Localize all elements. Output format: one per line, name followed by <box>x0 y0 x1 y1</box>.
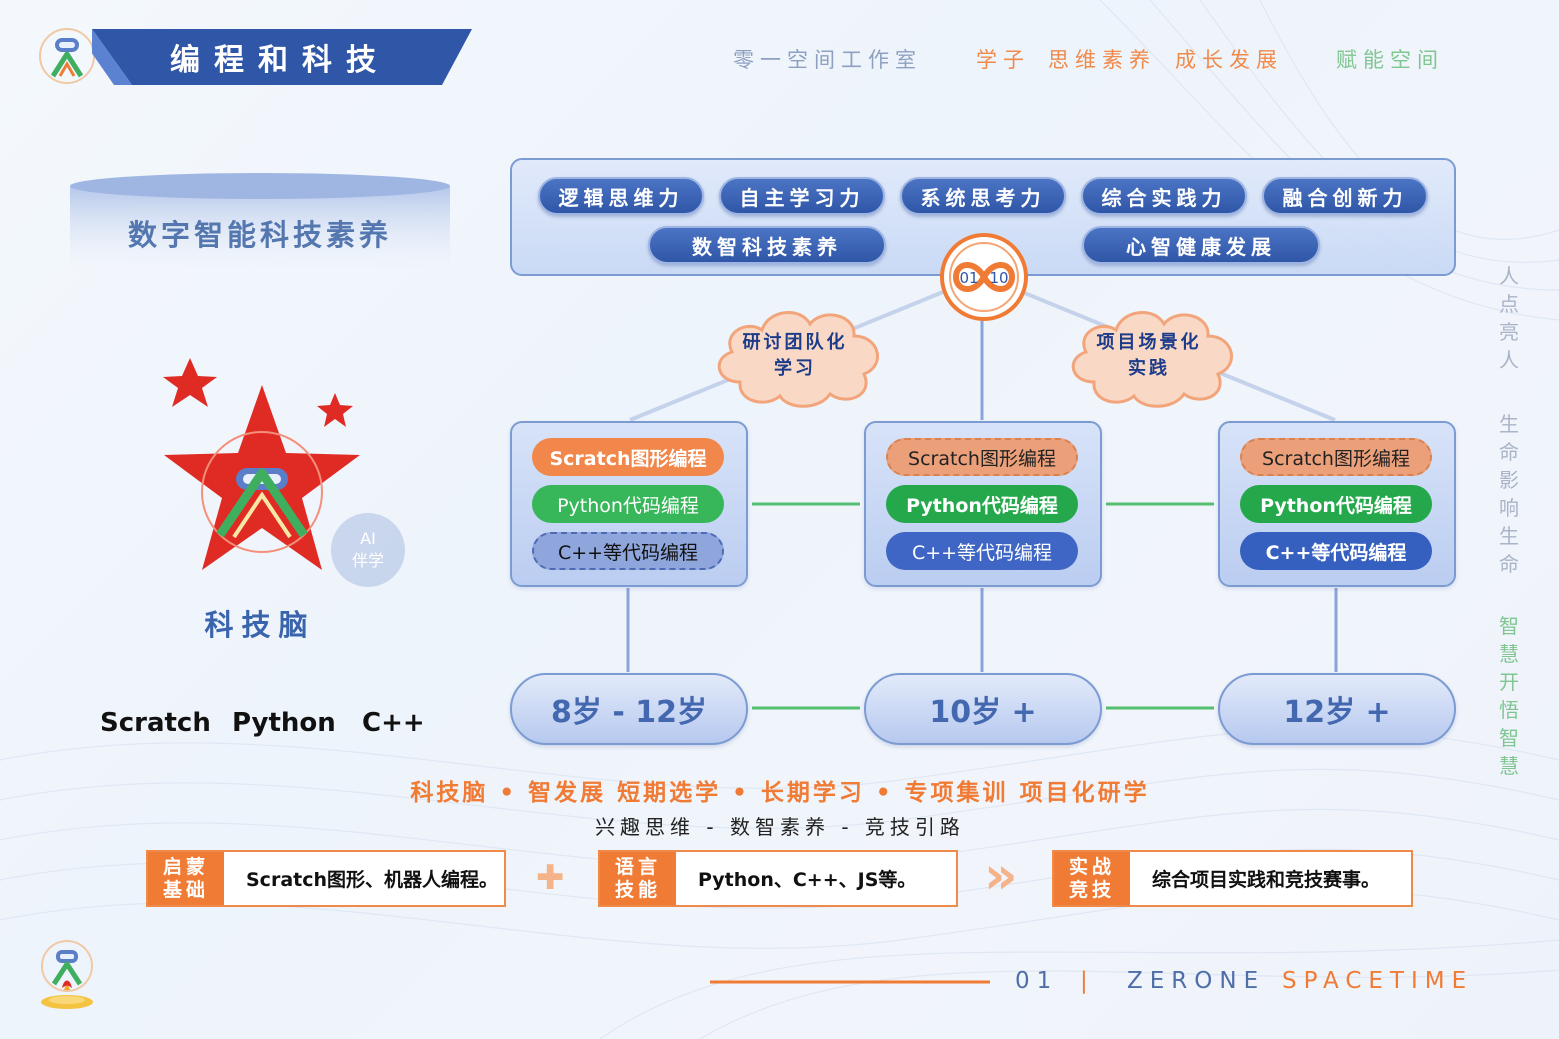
slogan-growth: 成长发展 <box>1175 48 1283 72</box>
lang-python: Python <box>232 708 336 738</box>
competency-practice: 综合实践力 <box>1081 177 1247 215</box>
brand-spacetime: SPACETIME <box>1282 968 1474 994</box>
slogan-studio: 零一空间工作室 <box>733 48 922 72</box>
stage-foundation-label1: 启蒙 <box>162 855 209 878</box>
tech-brain-title: 科技脑 <box>204 608 316 642</box>
cloud-team-icon <box>717 311 879 408</box>
course-cpp: C++等代码编程 <box>532 532 724 570</box>
stage-competition-label: 实战 竞技 <box>1054 852 1130 905</box>
course-scratch: Scratch图形编程 <box>532 438 724 476</box>
course-box-beginner: Scratch图形编程 Python代码编程 C++等代码编程 <box>510 421 748 587</box>
stage-language: 语言 技能 Python、C++、JS等。 <box>598 850 958 907</box>
ai-badge-line1: AI <box>360 529 376 548</box>
cloud-team-line2: 学习 <box>774 358 816 379</box>
stage-foundation-label2: 基础 <box>162 878 209 901</box>
subline: 兴趣思维 - 数智素养 - 竞技引路 <box>595 815 965 839</box>
age-8-12: 8岁 - 12岁 <box>510 673 748 745</box>
cloud-project-line2: 实践 <box>1128 358 1170 379</box>
age-12-plus: 12岁 + <box>1218 673 1456 745</box>
course-box-intermediate: Scratch图形编程 Python代码编程 C++等代码编程 <box>864 421 1102 587</box>
stage-language-label2: 技能 <box>614 878 661 901</box>
stage-language-label1: 语言 <box>614 855 661 878</box>
stage-language-text: Python、C++、JS等。 <box>698 869 917 891</box>
ai-companion-badge: AI 伴学 <box>331 513 405 587</box>
cylinder-title: 数字智能科技素养 <box>127 218 392 252</box>
plus-icon: ✚ <box>536 858 565 898</box>
cloud-team-line1: 研讨团队化 <box>742 332 848 353</box>
vertical-text-2: 生命影响生命 <box>1499 412 1519 576</box>
title-banner <box>92 29 472 85</box>
robot-rocket-logo-icon <box>41 940 93 1009</box>
slogan-thinking: 思维素养 <box>1048 48 1156 72</box>
competency-digital-literacy: 数智科技素养 <box>648 226 886 264</box>
stage-language-label: 语言 技能 <box>600 852 676 905</box>
course-python: Python代码编程 <box>886 485 1078 523</box>
course-python: Python代码编程 <box>532 485 724 523</box>
course-box-advanced: Scratch图形编程 Python代码编程 C++等代码编程 <box>1218 421 1456 587</box>
cloud-project-line1: 项目场景化 <box>1096 332 1202 353</box>
stage-foundation-text: Scratch图形、机器人编程。 <box>246 869 499 891</box>
page-title: 编程和科技 <box>170 43 390 78</box>
lang-cpp: C++ <box>362 708 425 738</box>
competency-mental-health: 心智健康发展 <box>1082 226 1320 264</box>
cloud-project-text: 项目场景化 实践 <box>1060 330 1238 382</box>
cylinder-banner <box>70 173 450 267</box>
vertical-text-1: 人点亮人 <box>1499 264 1519 372</box>
competency-logic: 逻辑思维力 <box>538 177 704 215</box>
badge-text-01: 01 <box>959 269 978 287</box>
course-cpp: C++等代码编程 <box>886 532 1078 570</box>
footer-separator: | <box>1080 968 1095 994</box>
lang-scratch: Scratch <box>100 708 211 738</box>
badge-text-10: 10 <box>989 269 1008 287</box>
course-cpp: C++等代码编程 <box>1240 532 1432 570</box>
course-scratch: Scratch图形编程 <box>1240 438 1432 476</box>
slogan-empower: 赋能空间 <box>1336 48 1444 72</box>
competency-self-learning: 自主学习力 <box>719 177 885 215</box>
cloud-team-text: 研讨团队化 学习 <box>706 330 884 382</box>
vertical-text-3: 智慧开悟智慧 <box>1499 614 1519 778</box>
stage-competition: 实战 竞技 综合项目实践和竞技赛事。 <box>1052 850 1413 907</box>
stage-foundation: 启蒙 基础 Scratch图形、机器人编程。 <box>146 850 506 907</box>
page-number: 01 <box>1015 968 1059 994</box>
infinity-badge-icon: 01 10 <box>940 233 1028 321</box>
arrow-right-icon: » <box>984 846 1018 906</box>
competency-systems: 系统思考力 <box>900 177 1066 215</box>
stage-competition-label2: 竞技 <box>1068 878 1115 901</box>
stage-competition-text: 综合项目实践和竞技赛事。 <box>1152 869 1381 891</box>
ai-badge-line2: 伴学 <box>351 551 384 570</box>
brand-zerone: ZERONE <box>1127 968 1266 994</box>
competency-innovation: 融合创新力 <box>1262 177 1428 215</box>
stage-foundation-label: 启蒙 基础 <box>148 852 224 905</box>
slogan-students: 学子 <box>976 48 1030 72</box>
stage-competition-label1: 实战 <box>1068 855 1115 878</box>
cloud-project-icon <box>1071 311 1233 408</box>
red-star-icon <box>163 358 360 570</box>
course-scratch: Scratch图形编程 <box>886 438 1078 476</box>
course-python: Python代码编程 <box>1240 485 1432 523</box>
tagline: 科技脑 • 智发展 短期选学 • 长期学习 • 专项集训 项目化研学 <box>410 780 1150 806</box>
age-10-plus: 10岁 + <box>864 673 1102 745</box>
robot-logo-icon <box>39 28 95 84</box>
